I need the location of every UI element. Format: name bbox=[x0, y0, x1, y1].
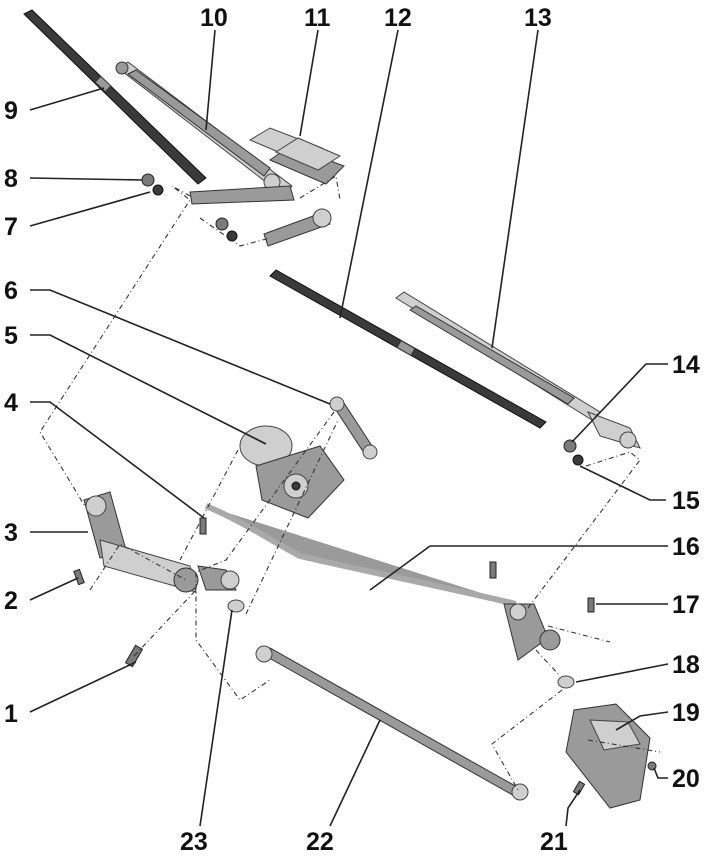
callout-18: 18 bbox=[672, 651, 700, 679]
link-rod-short bbox=[329, 396, 378, 460]
callout-7: 7 bbox=[4, 213, 18, 241]
callout-6: 6 bbox=[4, 277, 18, 305]
callout-5: 5 bbox=[4, 322, 18, 350]
arm-cover bbox=[248, 127, 345, 185]
callout-14: 14 bbox=[672, 351, 700, 379]
crank-lever-upper bbox=[189, 185, 332, 247]
assembly-guide-lines bbox=[39, 175, 661, 791]
callout-8: 8 bbox=[4, 165, 18, 193]
callout-9: 9 bbox=[4, 97, 18, 125]
pivot-bracket-right bbox=[503, 603, 561, 661]
wiper-arm-upper bbox=[115, 61, 293, 197]
pivot-bracket-left bbox=[83, 491, 199, 593]
wiper-blade-upper bbox=[23, 9, 207, 185]
callout-2: 2 bbox=[4, 587, 18, 615]
nut-and-washer-set bbox=[141, 173, 238, 242]
callout-16: 16 bbox=[672, 533, 700, 561]
wiper-arm-lower bbox=[395, 291, 641, 449]
callout-1: 1 bbox=[4, 700, 18, 728]
callout-15: 15 bbox=[672, 487, 700, 515]
connecting-rod-lower bbox=[255, 645, 529, 801]
drive-rod-main bbox=[204, 503, 517, 607]
callout-22: 22 bbox=[306, 828, 334, 856]
callout-11: 11 bbox=[304, 4, 331, 32]
callout-4: 4 bbox=[4, 389, 18, 417]
wiper-motor bbox=[239, 425, 345, 519]
callout-13: 13 bbox=[524, 4, 552, 32]
callout-20: 20 bbox=[672, 765, 700, 793]
callout-12: 12 bbox=[384, 4, 412, 32]
callout-labels: 1 2 3 4 5 6 7 8 9 10 11 12 13 14 15 16 1… bbox=[4, 4, 700, 856]
callout-17: 17 bbox=[672, 591, 700, 619]
washer-set bbox=[227, 599, 575, 689]
callout-19: 19 bbox=[672, 699, 700, 727]
callout-3: 3 bbox=[4, 519, 18, 547]
leader-lines bbox=[29, 29, 669, 827]
wiper-blade-lower bbox=[269, 269, 547, 429]
callout-23: 23 bbox=[180, 828, 208, 856]
nut-washer-lower bbox=[563, 439, 584, 466]
callout-10: 10 bbox=[200, 4, 228, 32]
callout-21: 21 bbox=[540, 828, 568, 856]
crank-left bbox=[197, 565, 240, 591]
